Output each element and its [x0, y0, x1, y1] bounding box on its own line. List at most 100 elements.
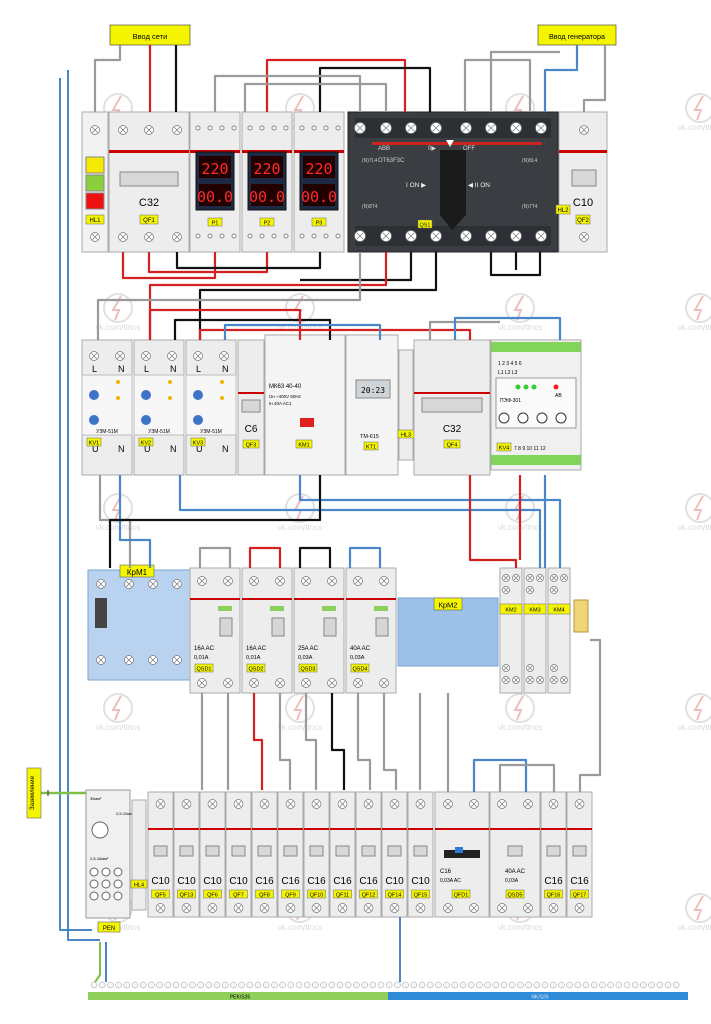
- wire: [356, 693, 372, 790]
- svg-text:Заземление: Заземление: [30, 775, 36, 810]
- terminal-screw: [535, 122, 547, 134]
- modular-contactor[interactable]: KM2: [499, 567, 523, 694]
- terminal-screw: [155, 903, 166, 913]
- terminal-screw: [207, 903, 218, 913]
- wire: [265, 58, 407, 112]
- wire: [318, 66, 432, 112]
- watermark-text: vk.com/ttncs: [498, 323, 542, 332]
- wire: [121, 252, 217, 280]
- indicator-red: [85, 192, 105, 210]
- terminal-screw: [536, 574, 544, 582]
- svg-text:Ввод сети: Ввод сети: [133, 32, 168, 41]
- terminal-screw: [523, 903, 533, 913]
- svg-text:2,5-16мм²: 2,5-16мм²: [90, 856, 109, 861]
- watermark: vk.com/ttncs: [278, 693, 322, 732]
- terminal-screw: [311, 799, 322, 809]
- svg-text:L: L: [144, 364, 149, 374]
- modular-contactor[interactable]: KM3: [523, 567, 547, 694]
- breaker-rating: C16: [570, 876, 589, 887]
- terminal-screw: [275, 678, 285, 688]
- indicator-yellow: [85, 156, 105, 174]
- switch-handle[interactable]: [440, 150, 466, 230]
- watermark-text: vk.com/ttncs: [278, 523, 322, 532]
- terminal-screw: [144, 125, 154, 135]
- terminal-screw: [181, 799, 192, 809]
- terminal-screw: [275, 576, 285, 586]
- qs1-tag: QS1: [419, 223, 430, 229]
- svg-text:U: U: [196, 444, 203, 454]
- terminal-screw: [523, 799, 533, 809]
- terminal-screw: [380, 122, 392, 134]
- breaker-rating: C10: [385, 876, 404, 887]
- qf2-tag: QF2: [577, 218, 589, 224]
- watermark-text: vk.com/ttncs: [96, 523, 140, 532]
- watermark-text: vk.com/ttncs: [678, 923, 711, 932]
- terminal-screw: [460, 230, 472, 242]
- wire: [96, 252, 362, 340]
- modular-contactor[interactable]: KM4: [547, 567, 571, 694]
- rcd-rating: 16A AC: [194, 646, 215, 652]
- wire: [468, 475, 518, 568]
- terminal-screw: [415, 799, 426, 809]
- terminal-screw: [118, 125, 128, 135]
- timer-relay[interactable]: [345, 334, 399, 476]
- terminal-screw: [497, 903, 507, 913]
- svg-text:2 T1 4 T2 6 T3 2 T1: 2 T1 4 T2 6 T3 2 T1 4 T2 6 T3: [421, 240, 488, 246]
- hl1-tag: HL1: [89, 218, 101, 224]
- wire: [428, 320, 500, 340]
- contactor-tag: KM4: [553, 608, 564, 614]
- watermark-text: vk.com/ttncs: [278, 723, 322, 732]
- wire: [93, 45, 122, 112]
- terminal-screw: [485, 230, 497, 242]
- wire: [278, 693, 292, 790]
- terminal-screw: [219, 351, 229, 361]
- terminal-screw: [311, 903, 322, 913]
- qf1-rating: C32: [139, 197, 159, 209]
- svg-text:Ввод генератора: Ввод генератора: [549, 32, 605, 41]
- uzm-tag: KV3: [193, 441, 203, 447]
- breaker-tag: QF14: [388, 893, 402, 899]
- svg-text:HL4: HL4: [134, 883, 144, 889]
- svg-text:N: N: [118, 364, 125, 374]
- terminal-screw: [536, 676, 544, 684]
- terminal-screw: [89, 351, 99, 361]
- svg-text:(N)7L4: (N)7L4: [362, 158, 378, 164]
- svg-text:Iн 40A AC1: Iн 40A AC1: [269, 401, 292, 406]
- terminal-screw: [233, 799, 244, 809]
- watermark: vk.com/ttncs: [96, 293, 140, 332]
- wire: [300, 252, 413, 282]
- uzm-model: УЗМ-51М: [200, 429, 222, 435]
- svg-text:U: U: [92, 444, 99, 454]
- rcd-tag: QSD3: [301, 667, 316, 673]
- svg-text:TM-615: TM-615: [360, 434, 379, 440]
- svg-text:HL3: HL3: [401, 433, 411, 439]
- terminal-screw: [443, 903, 453, 913]
- watermark: vk.com/ttncs: [678, 893, 711, 932]
- km1-contactor[interactable]: [264, 334, 346, 476]
- breaker-tag: QF5: [155, 893, 166, 899]
- terminal-screw: [469, 799, 479, 809]
